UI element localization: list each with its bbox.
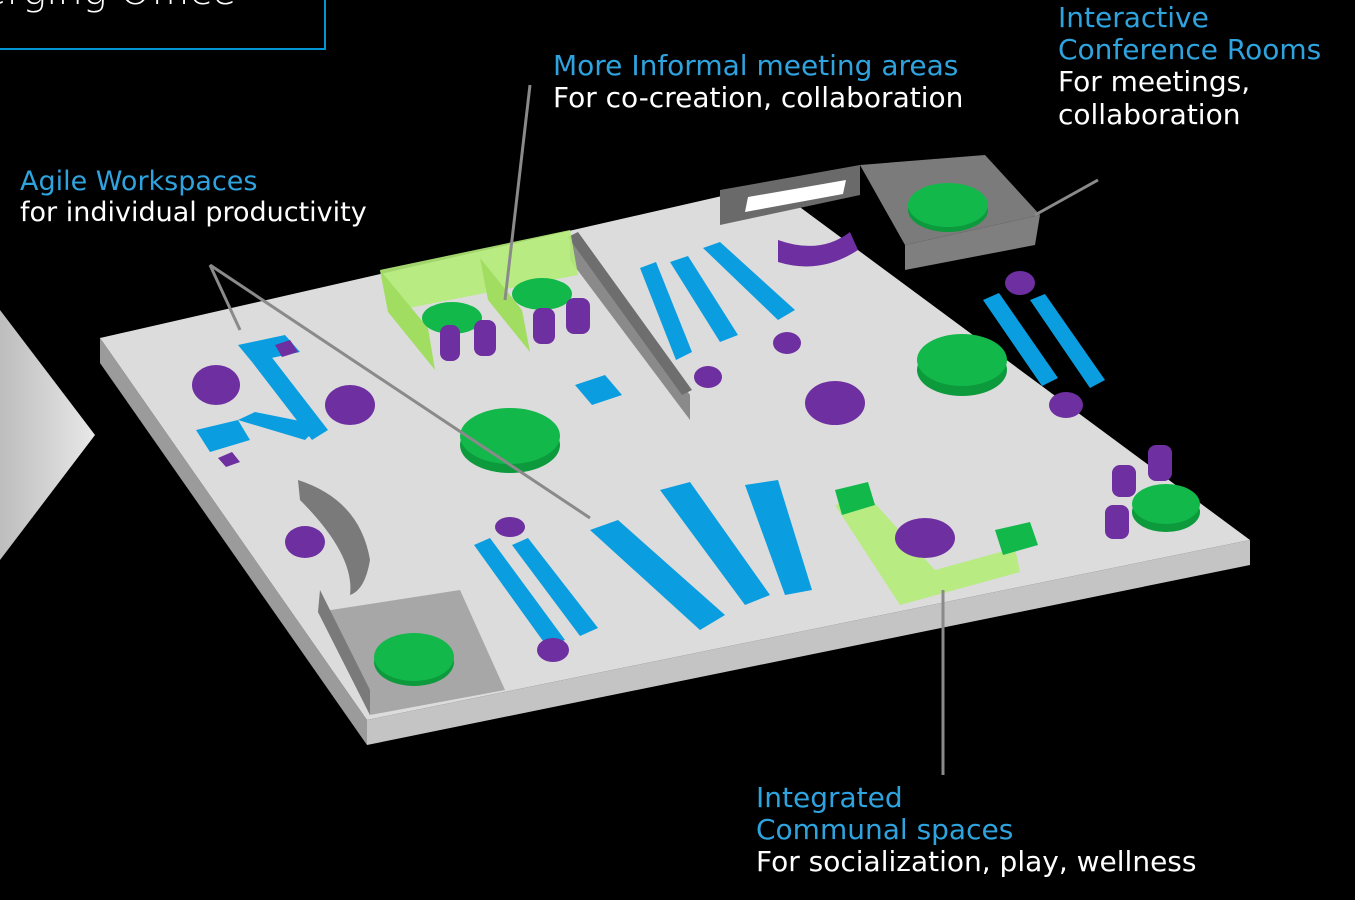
callout-conference-rooms: Interactive Conference Rooms For meeting… bbox=[1058, 1, 1322, 131]
callout-heading-line1: Interactive bbox=[1058, 1, 1209, 34]
callout-description: For socialization, play, wellness bbox=[756, 845, 1197, 879]
callout-description: For co-creation, collaboration bbox=[553, 81, 964, 115]
title-box: erging Office bbox=[0, 0, 326, 50]
communal-zone bbox=[835, 482, 1038, 605]
callout-heading: More Informal meeting areas bbox=[553, 49, 959, 82]
curved-wall bbox=[298, 480, 370, 595]
informal-meeting-zone bbox=[380, 230, 578, 370]
conference-room-bottom bbox=[318, 590, 505, 715]
back-wall-with-window bbox=[720, 165, 860, 225]
left-arrow-chevron bbox=[0, 310, 95, 560]
blue-desks bbox=[196, 242, 1105, 648]
callout-description-line2: collaboration bbox=[1058, 97, 1241, 131]
callout-description: for individual productivity bbox=[20, 197, 367, 229]
callout-agile-workspaces: Agile Workspaces for individual producti… bbox=[20, 166, 367, 228]
partition-wall bbox=[568, 232, 692, 420]
callout-description-line1: For meetings, bbox=[1058, 65, 1251, 99]
purple-seats bbox=[192, 232, 1172, 662]
callout-heading-line2: Communal spaces bbox=[756, 813, 1014, 847]
conference-room-top bbox=[860, 155, 1040, 270]
leader-lines bbox=[208, 84, 1099, 775]
callout-heading-line1: Integrated bbox=[756, 781, 903, 814]
callout-heading-line2: Conference Rooms bbox=[1058, 33, 1322, 67]
callout-communal-spaces: Integrated Communal spaces For socializa… bbox=[756, 781, 1197, 879]
callout-informal-meeting: More Informal meeting areas For co-creat… bbox=[553, 49, 964, 115]
callout-heading: Agile Workspaces bbox=[20, 166, 258, 197]
green-tables bbox=[460, 334, 1200, 532]
page-title: erging Office bbox=[0, 0, 236, 14]
